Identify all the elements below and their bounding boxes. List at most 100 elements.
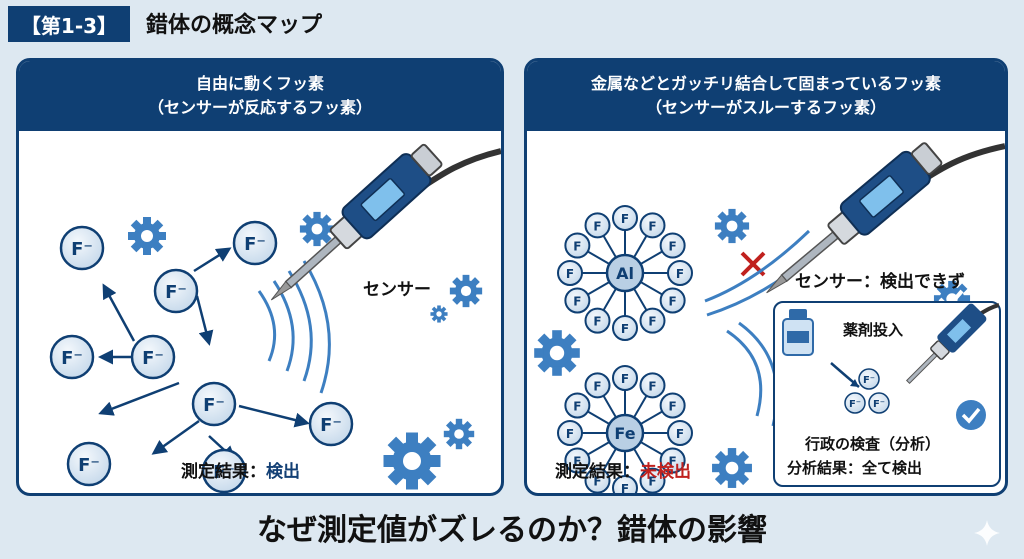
bound-fluoride-title: 金属などとガッチリ結合して固まっているフッ素 (590, 74, 942, 93)
free-fluoride-title: 自由に動くフッ素 (195, 74, 324, 93)
fluorine-ligand: F (612, 205, 638, 231)
svg-text:F⁻: F⁻ (320, 415, 342, 436)
svg-text:Fe: Fe (614, 424, 635, 443)
right-result: 測定結果：未検出 (555, 457, 691, 482)
svg-text:F: F (573, 455, 581, 469)
gear-icon (714, 208, 750, 244)
svg-text:F: F (669, 455, 677, 469)
fluorine-ligand: F (639, 307, 666, 334)
fluoride-ion: F⁻ (191, 381, 237, 427)
svg-text:F: F (593, 315, 601, 329)
fluorine-ligand: F (659, 392, 686, 419)
svg-text:F: F (676, 427, 684, 441)
reagent-bottle-icon (782, 309, 814, 356)
gear-icon (712, 448, 752, 488)
page-title: 錯体の概念マップ (146, 13, 323, 38)
reagent-label: 薬剤投入 (843, 321, 904, 339)
svg-text:F: F (621, 212, 629, 226)
free-fluoride-subtitle: （センサーが反応するフッ素） (147, 98, 372, 117)
fluorine-ligand: F (557, 260, 583, 286)
fluorine-ligand: F (584, 467, 611, 493)
svg-text:F⁻: F⁻ (203, 395, 225, 416)
sensor-probe (270, 143, 501, 301)
fluorine-ligand: F (564, 392, 591, 419)
svg-text:F: F (573, 240, 581, 254)
result-value: 未検出 (640, 462, 691, 482)
metal-center: Fe (605, 413, 645, 453)
gear-icon (383, 432, 441, 490)
svg-text:F⁻: F⁻ (78, 455, 100, 476)
sensor-status-label: センサー：検出できず (795, 272, 965, 292)
bottom-title: なぜ測定値がズレるのか？錯体の影響 (257, 513, 767, 548)
left-result: 測定結果：検出 (181, 457, 300, 482)
metal-center: Al (605, 253, 645, 293)
fluoride-ion: F⁻ (49, 334, 95, 380)
svg-text:F: F (621, 322, 629, 336)
result-label: 測定結果： (555, 462, 640, 482)
fluorine-ligand: F (667, 420, 693, 446)
svg-text:F: F (648, 315, 656, 329)
fluorine-ligand: F (584, 307, 611, 334)
svg-text:F: F (593, 475, 601, 489)
mini-sensor-probe (905, 303, 999, 385)
fluoride-ion: F⁻ (153, 268, 199, 314)
sparkle-icon (974, 520, 1000, 546)
fluorine-ligand: F (659, 232, 686, 259)
small-fluoride-ions: F⁻ F⁻ F⁻ (844, 368, 890, 414)
fluoride-ion: F⁻ (66, 441, 112, 487)
svg-text:F: F (593, 219, 601, 233)
free-fluoride-scene: F⁻ F⁻ F⁻ F⁻ F⁻ F⁻ F⁻ F⁻ F⁻ (49, 143, 501, 493)
fluorine-ligand: F (612, 365, 638, 391)
gear-icon (534, 330, 580, 376)
gear-icon (443, 418, 475, 450)
result-value: 検出 (266, 462, 300, 482)
fluoride-ion: F⁻ (130, 334, 176, 380)
svg-text:Al: Al (616, 264, 634, 283)
fluoride-ion: F⁻ (201, 448, 247, 493)
svg-text:F: F (566, 427, 574, 441)
svg-text:F⁻: F⁻ (244, 234, 266, 255)
svg-text:F: F (621, 372, 629, 386)
svg-text:F⁻: F⁻ (142, 348, 164, 369)
svg-text:F: F (648, 219, 656, 233)
fluorine-ligand: F (564, 287, 591, 314)
svg-text:F: F (573, 400, 581, 414)
fluorine-ligand: F (564, 447, 591, 474)
svg-text:F: F (669, 240, 677, 254)
gear-icon (128, 217, 166, 255)
svg-text:F⁻: F⁻ (863, 375, 875, 386)
fluorine-ligand: F (557, 420, 583, 446)
svg-text:F⁻: F⁻ (849, 399, 861, 410)
svg-text:F: F (669, 400, 677, 414)
fluorine-ligand: F (612, 315, 638, 341)
free-fluoride-header: 自由に動くフッ素 （センサーが反応するフッ素） (19, 61, 501, 131)
gear-icon (449, 274, 483, 308)
svg-text:F: F (566, 267, 574, 281)
svg-text:F⁻: F⁻ (71, 239, 93, 260)
svg-text:F⁻: F⁻ (873, 399, 885, 410)
svg-text:F: F (593, 379, 601, 393)
fluoride-ions: F⁻ F⁻ F⁻ F⁻ F⁻ F⁻ F⁻ F⁻ F⁻ (49, 220, 354, 493)
svg-text:F: F (573, 295, 581, 309)
svg-text:F⁻: F⁻ (61, 348, 83, 369)
fluorine-ligand: F (584, 372, 611, 399)
svg-text:F: F (669, 295, 677, 309)
analysis-result: 分析結果：全て検出 (787, 459, 923, 477)
svg-text:F: F (648, 379, 656, 393)
section-badge: 【第1-3】 (8, 6, 130, 42)
svg-text:F⁻: F⁻ (165, 282, 187, 303)
fluoride-ion: F⁻ (308, 401, 354, 447)
fluorine-ligand: F (612, 475, 638, 493)
fluoride-ion: F⁻ (232, 220, 278, 266)
check-circle-icon (956, 400, 986, 430)
sensor-label: センサー (363, 280, 431, 300)
svg-text:F⁻: F⁻ (213, 462, 235, 483)
svg-text:F: F (648, 475, 656, 489)
fluorine-ligand: F (659, 287, 686, 314)
lab-analysis-inset: F⁻ F⁻ F⁻ 薬剤投入 行政の検査（分析） 分 (773, 301, 1001, 487)
fluorine-ligand: F (639, 212, 666, 239)
bound-fluoride-subtitle: （センサーがスルーするフッ素） (645, 98, 886, 117)
